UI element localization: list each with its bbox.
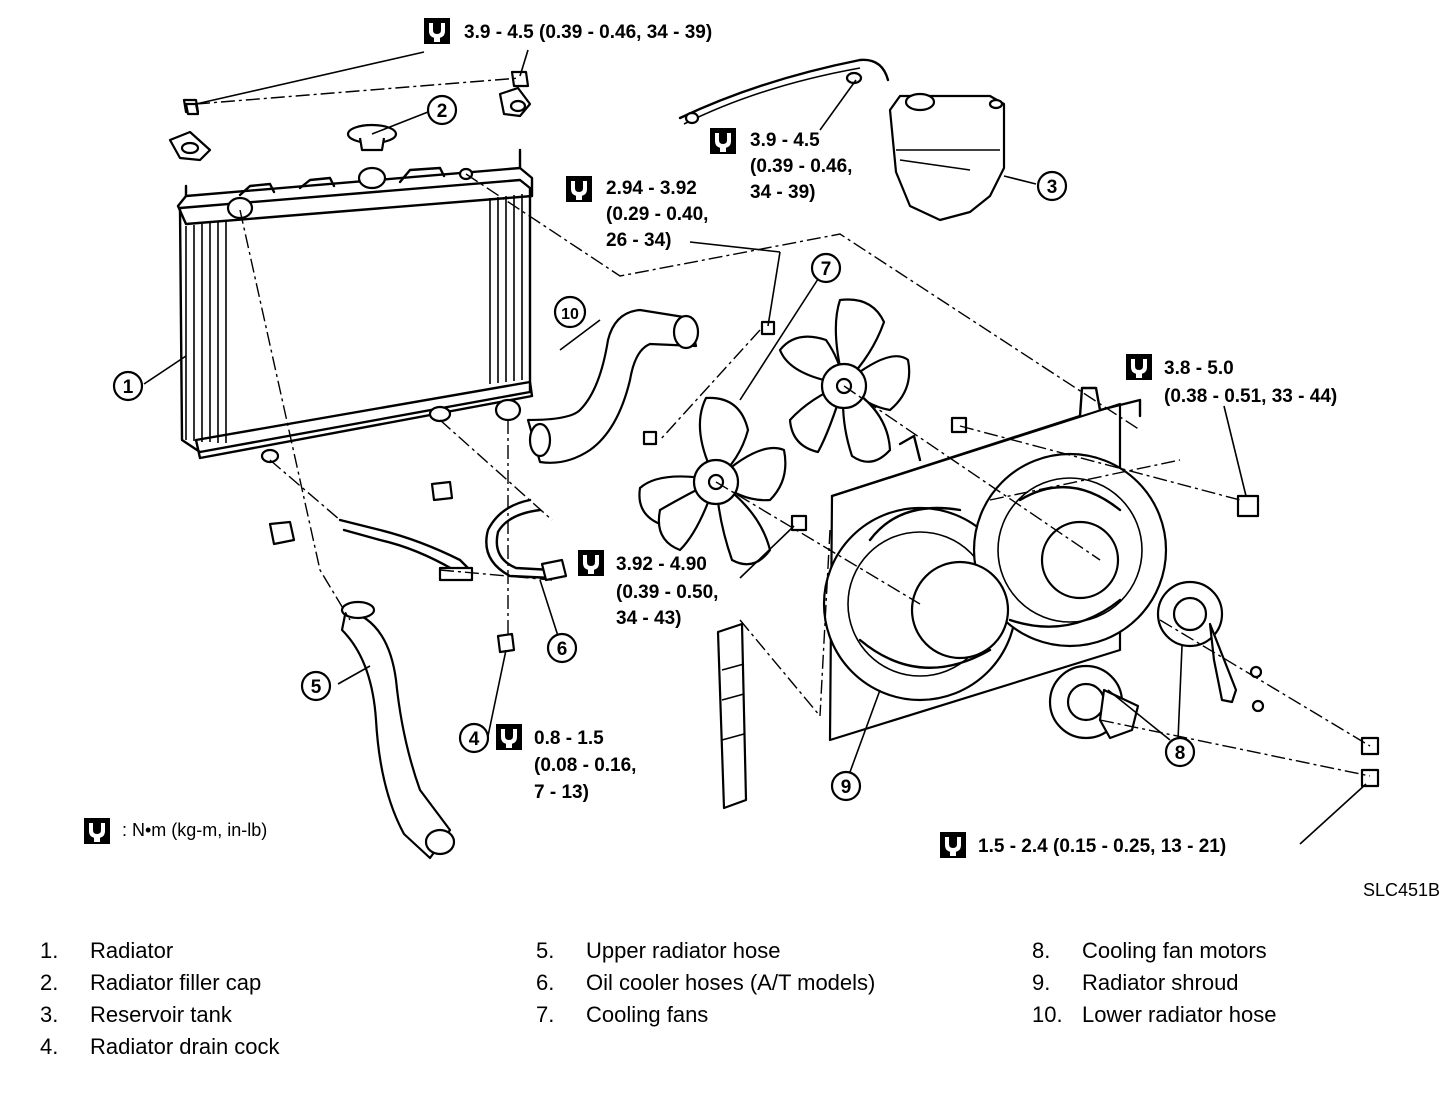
radiator-filler-cap xyxy=(346,123,398,152)
svg-text:10: 10 xyxy=(561,306,579,323)
svg-text:3.9 - 4.5 (0.39 - 0.46, 34 - 3: 3.9 - 4.5 (0.39 - 0.46, 34 - 39) xyxy=(464,22,712,43)
svg-text:1: 1 xyxy=(123,377,134,398)
torque-spec-cap-nuts: 3.9 - 4.5 (0.39 - 0.46, 34 - 39) xyxy=(424,18,712,44)
callout-10: 10 xyxy=(553,295,587,329)
callout-2: 2 xyxy=(426,94,458,126)
assembly-lines xyxy=(195,77,1371,777)
svg-text:3.9 - 4.5: 3.9 - 4.5 xyxy=(750,130,820,151)
svg-text:3.92 - 4.90: 3.92 - 4.90 xyxy=(616,554,707,575)
radiator xyxy=(176,148,534,464)
upper-radiator-hose xyxy=(340,600,456,860)
svg-text:26 - 34): 26 - 34) xyxy=(606,230,671,251)
svg-text:(0.38 - 0.51, 33 - 44): (0.38 - 0.51, 33 - 44) xyxy=(1164,386,1337,407)
svg-text:9: 9 xyxy=(841,777,852,798)
fasteners xyxy=(184,102,1380,788)
lower-radiator-hose xyxy=(526,308,700,464)
svg-text:(0.39 - 0.50,: (0.39 - 0.50, xyxy=(616,582,718,603)
svg-text:0.8 - 1.5: 0.8 - 1.5 xyxy=(534,728,604,749)
callout-5: 5 xyxy=(300,670,332,702)
svg-text:34 - 43): 34 - 43) xyxy=(616,608,681,629)
svg-text:7: 7 xyxy=(821,259,832,280)
torque-spec-reservoir: 3.9 - 4.5 (0.39 - 0.46, 34 - 39) xyxy=(710,128,852,203)
torque-unit-legend: : N•m (kg-m, in-lb) xyxy=(84,818,267,844)
leader-lines xyxy=(143,49,1367,845)
svg-text:4: 4 xyxy=(469,729,480,750)
callout-4: 4 xyxy=(458,722,490,754)
svg-text:(0.39 - 0.46,: (0.39 - 0.46, xyxy=(750,156,852,177)
torque-spec-motor-nuts: 1.5 - 2.4 (0.15 - 0.25, 13 - 21) xyxy=(940,832,1226,858)
oil-cooler-hoses xyxy=(338,498,568,582)
callout-7: 7 xyxy=(810,252,842,284)
svg-text:8: 8 xyxy=(1175,743,1186,764)
cooling-fan-right xyxy=(778,298,911,463)
svg-text:5: 5 xyxy=(311,677,322,698)
svg-text:34 - 39): 34 - 39) xyxy=(750,182,815,203)
parts-legend: 1.Radiator 2.Radiator filler cap 3.Reser… xyxy=(40,938,1277,1059)
svg-text:3: 3 xyxy=(1047,177,1058,198)
svg-text:: N•m (kg-m, in-lb): : N•m (kg-m, in-lb) xyxy=(122,820,267,840)
svg-text:6: 6 xyxy=(557,639,568,660)
callout-3: 3 xyxy=(1036,170,1068,202)
svg-text:2.94 - 3.92: 2.94 - 3.92 xyxy=(606,178,697,199)
svg-text:7 - 13): 7 - 13) xyxy=(534,782,589,803)
radiator-exploded-diagram: 1 2 3 4 5 6 7 8 9 10 3.9 - 4.5 (0.39 - 0… xyxy=(84,18,1440,900)
air-guide-plate xyxy=(716,622,748,810)
callout-6: 6 xyxy=(546,632,578,664)
svg-text:(0.08 - 0.16,: (0.08 - 0.16, xyxy=(534,755,636,776)
lower-mount-insulators xyxy=(268,480,516,654)
cooling-fan-motors xyxy=(1048,580,1238,740)
cooling-fan-left xyxy=(638,396,787,566)
svg-text:(0.29 - 0.40,: (0.29 - 0.40, xyxy=(606,204,708,225)
callout-1: 1 xyxy=(112,370,144,402)
torque-spec-drain-cock: 0.8 - 1.5 (0.08 - 0.16, 7 - 13) xyxy=(496,724,636,803)
torque-spec-fan: 2.94 - 3.92 (0.29 - 0.40, 26 - 34) xyxy=(566,176,708,251)
reservoir-tank xyxy=(888,92,1006,222)
torque-spec-shroud-bolt: 3.8 - 5.0 (0.38 - 0.51, 33 - 44) xyxy=(1126,354,1337,407)
svg-text:1.5 - 2.4 (0.15 - 0.25, 13 - 2: 1.5 - 2.4 (0.15 - 0.25, 13 - 21) xyxy=(978,836,1226,857)
callout-8: 8 xyxy=(1164,736,1196,768)
svg-text:2: 2 xyxy=(437,101,448,122)
svg-text:3.8 - 5.0: 3.8 - 5.0 xyxy=(1164,358,1234,379)
torque-spec-motor: 3.92 - 4.90 (0.39 - 0.50, 34 - 43) xyxy=(578,550,718,629)
upper-mount-brackets xyxy=(168,70,532,162)
callout-9: 9 xyxy=(830,770,862,802)
figure-code: SLC451B xyxy=(1363,880,1440,900)
